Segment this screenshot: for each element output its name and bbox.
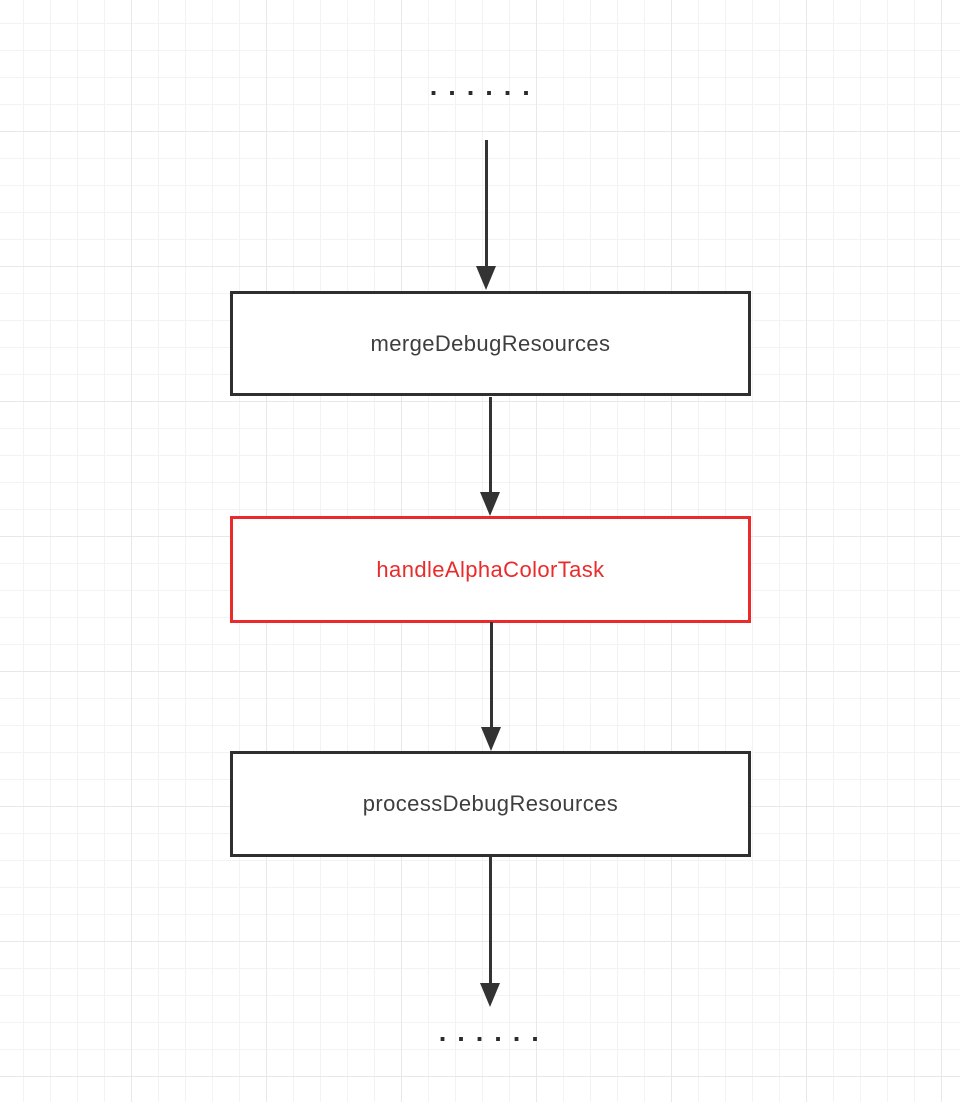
arrow-down-2 (480, 397, 500, 516)
arrow-head-icon (476, 266, 496, 290)
arrow-head-icon (480, 983, 500, 1007)
arrow-down-4 (480, 857, 500, 1007)
arrow-shaft (488, 857, 492, 983)
node-label: mergeDebugResources (370, 330, 611, 356)
arrow-shaft (489, 622, 493, 727)
node-label: processDebugResources (362, 791, 619, 816)
node-label: handleAlphaColorTask (376, 556, 605, 582)
node-mergeDebugResources: mergeDebugResources (230, 291, 751, 396)
arrow-down-1 (476, 140, 496, 290)
top-ellipsis: · · · · · · (429, 77, 533, 108)
bottom-ellipsis: · · · · · · (438, 1023, 542, 1054)
arrow-head-icon (480, 492, 500, 516)
arrow-head-icon (481, 727, 501, 751)
arrow-shaft (488, 397, 492, 492)
arrow-down-3 (481, 622, 501, 751)
arrow-shaft (484, 140, 488, 266)
node-handleAlphaColorTask: handleAlphaColorTask (230, 516, 751, 623)
node-processDebugResources: processDebugResources (230, 751, 751, 857)
